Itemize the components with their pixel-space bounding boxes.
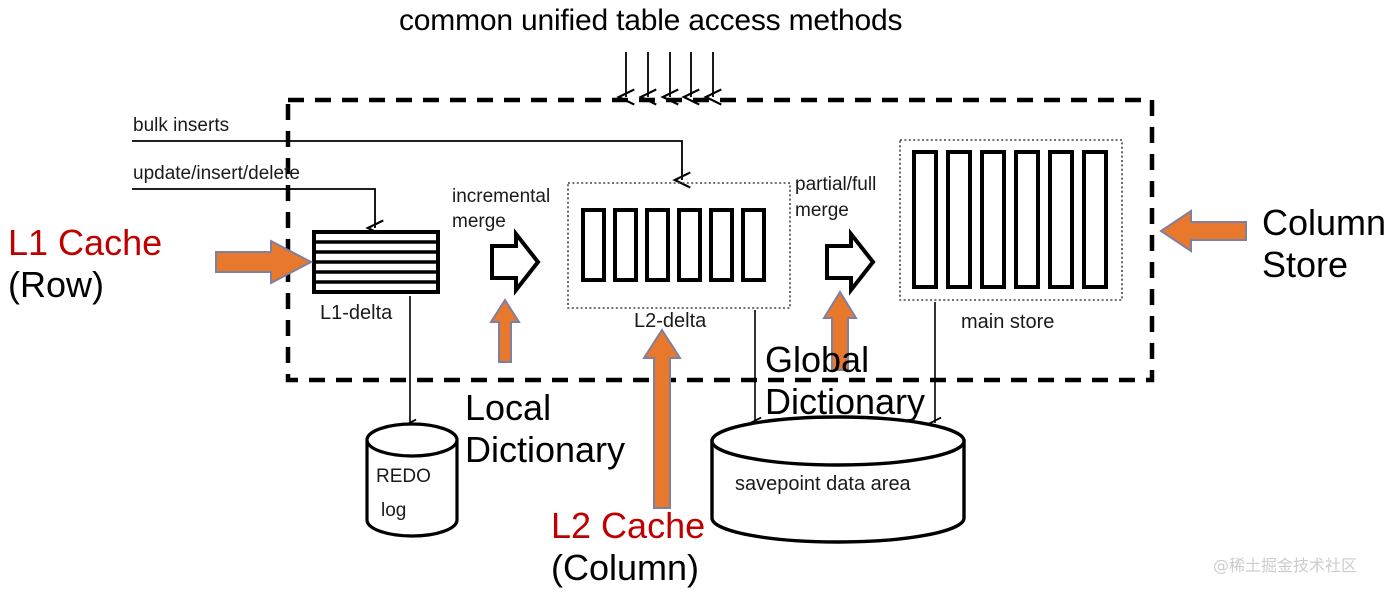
partial-full-merge-label-line1: partial/full [795, 174, 877, 195]
watermark: @稀土掘金技术社区 [1213, 556, 1358, 575]
column-store-annotation-line2: Store [1262, 244, 1349, 285]
l2-cache-annotation-black: (Column) [551, 547, 700, 588]
l2-delta-columns [581, 208, 766, 282]
incremental-merge-arrow [490, 228, 541, 296]
main-store-container [899, 139, 1123, 301]
local-dictionary-annotation-line2: Dictionary [465, 429, 626, 470]
savepoint-label: savepoint data area [735, 473, 911, 495]
redo-log-cylinder [365, 422, 459, 538]
l1-cache-annotation-black: (Row) [8, 264, 104, 305]
l1-cache-annotation-red: L1 Cache [8, 222, 163, 263]
global-dictionary-orange-arrow [822, 290, 858, 371]
redo-log-label-line1: REDO [376, 466, 431, 487]
page-title: common unified table access methods [399, 4, 903, 37]
access-method-arrows [616, 52, 722, 106]
global-dictionary-annotation-line1: Global [765, 339, 870, 380]
partial-full-merge-label-line2: merge [795, 200, 849, 221]
update-insert-delete-label: update/insert/delete [133, 163, 300, 184]
local-dictionary-orange-arrow [489, 298, 521, 363]
l2-delta-caption: L2-delta [634, 310, 707, 332]
l1-delta-box [312, 230, 440, 294]
l1-delta-caption: L1-delta [320, 302, 393, 324]
bulk-inserts-label: bulk inserts [133, 115, 230, 136]
l2-delta-container [567, 182, 791, 309]
incremental-merge-label-line2: merge [452, 211, 506, 232]
main-store-caption: main store [961, 311, 1055, 333]
savepoint-cylinder [710, 415, 966, 544]
update-insert-delete-arrow [132, 188, 384, 237]
l2-cache-orange-arrow [642, 328, 682, 509]
global-dictionary-annotation-line2: Dictionary [765, 381, 926, 422]
incremental-merge-label-line1: incremental [452, 186, 551, 207]
bulk-inserts-arrow [132, 140, 691, 189]
l2-cache-annotation-red: L2 Cache [551, 505, 706, 546]
column-store-annotation-line1: Column [1262, 202, 1387, 243]
local-dictionary-annotation-line1: Local [465, 387, 552, 428]
redo-log-label-line2: log [381, 500, 407, 521]
l1-cache-orange-arrow [215, 239, 314, 285]
main-store-columns [912, 150, 1108, 289]
partial-full-merge-arrow [825, 228, 876, 296]
column-store-orange-arrow [1159, 209, 1247, 253]
